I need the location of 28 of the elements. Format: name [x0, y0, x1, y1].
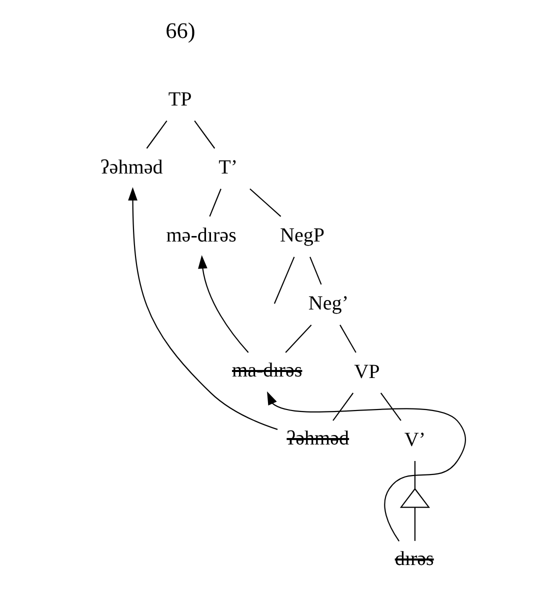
- label: 66): [166, 18, 196, 44]
- node-text: dırəs: [394, 548, 434, 570]
- connector: [285, 324, 312, 353]
- connector: [310, 256, 322, 285]
- arrow: [198, 255, 249, 353]
- node-text: ʔəhməd: [100, 156, 163, 179]
- connector: [414, 461, 416, 489]
- connector: [146, 120, 168, 149]
- connector: [332, 392, 354, 421]
- node-text: VP: [354, 360, 380, 383]
- node-text: Neg’: [308, 292, 349, 315]
- node-text: mə-dırəs: [166, 224, 236, 247]
- node-text: ma-dırəs: [232, 360, 302, 382]
- connector: [194, 120, 216, 149]
- node-text: T’: [218, 156, 238, 179]
- node-text: TP: [168, 88, 192, 111]
- node-text: ʔəhməd: [286, 428, 350, 450]
- arrow: [128, 187, 278, 430]
- arrow: [267, 391, 466, 542]
- node-triangle: [400, 488, 430, 508]
- connector: [250, 188, 282, 217]
- connector: [380, 392, 402, 421]
- node-text: V’: [404, 428, 426, 451]
- connector: [274, 256, 295, 304]
- node-text: NegP: [280, 224, 325, 247]
- connector: [414, 508, 416, 541]
- connector: [209, 188, 222, 217]
- connector: [340, 324, 356, 353]
